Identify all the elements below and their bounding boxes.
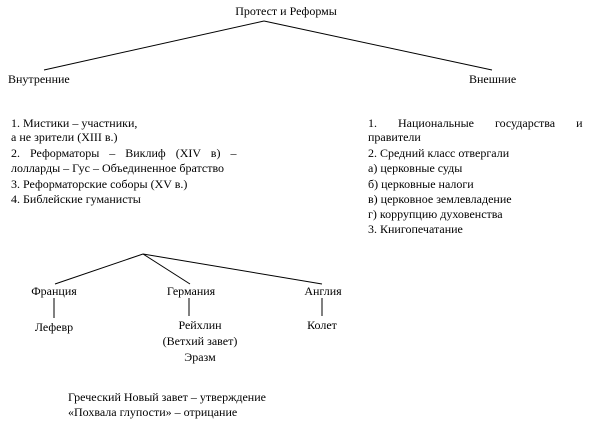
external-item: а) церковные суды xyxy=(368,161,463,175)
external-item: г) коррупцию духовенства xyxy=(368,207,503,221)
external-item: 3. Книгопечатание xyxy=(368,222,463,236)
country-france: Франция xyxy=(31,284,77,298)
person-colet: Колет xyxy=(307,318,337,332)
diagram-title: Протест и Реформы xyxy=(235,4,337,18)
external-item: б) церковные налоги xyxy=(368,177,474,191)
footer-line: Греческий Новый завет – утверждение xyxy=(68,390,266,404)
person-erasmus: Эразм xyxy=(184,350,216,364)
internal-heading: Внутренние xyxy=(8,72,70,86)
internal-item: лолларды – Гус – Объединенное братство xyxy=(11,161,225,175)
line-title-to-internal xyxy=(43,20,265,71)
line-hub-to-france xyxy=(54,253,144,285)
internal-item: а не зрители (XIII в.) xyxy=(11,130,118,144)
internal-item: 2. Реформаторы – Виклиф (XIV в) – xyxy=(11,146,237,160)
footer-line: «Похвала глупости» – отрицание xyxy=(68,405,238,419)
line-hub-to-england xyxy=(142,253,323,285)
external-item: в) церковное землевладение xyxy=(368,192,512,206)
external-item: 1. Национальные государства и xyxy=(368,116,583,130)
line-title-to-external xyxy=(263,20,493,71)
country-germany: Германия xyxy=(166,284,216,298)
external-item: 2. Средний класс отвергали xyxy=(368,146,510,160)
external-item: правители xyxy=(368,130,421,144)
person-reuchlin: Рейхлин xyxy=(178,318,222,332)
reuchlin-note: (Ветхий завет) xyxy=(162,334,238,348)
internal-item: 4. Библейские гуманисты xyxy=(11,192,141,206)
external-heading: Внешние xyxy=(469,72,517,86)
internal-item: 1. Мистики – участники, xyxy=(11,116,138,130)
internal-item: 3. Реформаторские соборы (XV в.) xyxy=(11,177,188,191)
country-england: Англия xyxy=(304,284,342,298)
person-lefevre: Лефевр xyxy=(34,320,74,334)
line-hub-to-germany xyxy=(142,253,191,285)
